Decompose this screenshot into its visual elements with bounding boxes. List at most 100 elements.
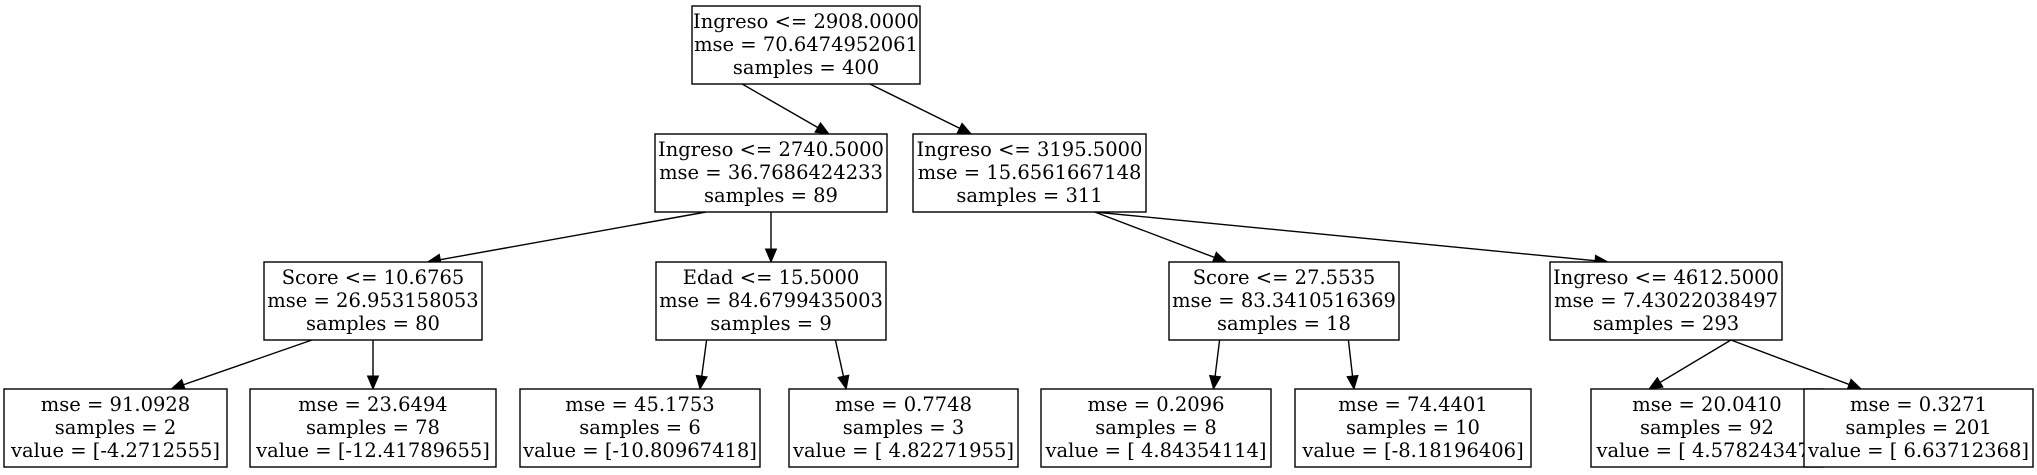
node-box bbox=[654, 133, 888, 213]
node-label-line: value = [-10.80967418] bbox=[522, 439, 757, 462]
node-label-line: value = [-12.41789655] bbox=[255, 439, 490, 462]
node-box bbox=[1549, 261, 1783, 341]
node-box bbox=[1803, 388, 2034, 468]
arrowhead-icon bbox=[1211, 251, 1228, 264]
node-label-line: value = [-8.18196406] bbox=[1301, 439, 1523, 462]
edge-n1-n3 bbox=[440, 211, 707, 261]
edge-n4-n10 bbox=[834, 339, 845, 377]
node-label-line: Ingreso <= 2740.5000 bbox=[658, 138, 884, 161]
edge-n6-n13 bbox=[1659, 339, 1732, 383]
edge-n0-n2 bbox=[869, 83, 960, 129]
node-label-line: mse = 23.6494 bbox=[298, 393, 447, 416]
node-box bbox=[3, 388, 228, 468]
node-box bbox=[1590, 388, 1824, 468]
node-box bbox=[519, 388, 761, 468]
edge-n4-n9 bbox=[701, 339, 708, 377]
node-label-line: samples = 293 bbox=[1593, 312, 1739, 335]
node-label-line: mse = 20.0410 bbox=[1632, 393, 1781, 416]
node-label-line: mse = 15.6561667148 bbox=[918, 161, 1142, 184]
node-label-line: samples = 92 bbox=[1640, 416, 1774, 439]
arrowhead-icon bbox=[1346, 374, 1359, 391]
edge-n5-n11 bbox=[1214, 339, 1221, 377]
node-label-line: value = [ 4.84354114] bbox=[1045, 439, 1267, 462]
node-label-line: samples = 6 bbox=[579, 416, 701, 439]
node-label-line: mse = 83.3410516369 bbox=[1172, 289, 1396, 312]
node-label-line: value = [-4.2712555] bbox=[10, 439, 220, 462]
node-label-line: samples = 2 bbox=[55, 416, 177, 439]
edge-n5-n12 bbox=[1347, 339, 1354, 377]
edge-n2-n5 bbox=[1094, 211, 1215, 259]
node-box bbox=[1168, 261, 1400, 341]
node-box bbox=[691, 5, 921, 85]
node-label-line: Score <= 27.5535 bbox=[1193, 266, 1376, 289]
edge-n2-n6 bbox=[1094, 211, 1596, 262]
node-label-line: samples = 3 bbox=[843, 416, 965, 439]
node-label-line: samples = 78 bbox=[306, 416, 440, 439]
node-label-line: samples = 8 bbox=[1095, 416, 1217, 439]
node-label-line: Score <= 10.6765 bbox=[282, 266, 465, 289]
node-box bbox=[788, 388, 1019, 468]
node-label-line: mse = 0.2096 bbox=[1087, 393, 1224, 416]
arrowhead-icon bbox=[366, 375, 380, 391]
node-label-line: mse = 26.953158053 bbox=[267, 289, 478, 312]
node-label-line: samples = 18 bbox=[1217, 312, 1351, 335]
arrowhead-icon bbox=[1208, 374, 1222, 391]
edge-n3-n7 bbox=[183, 339, 313, 386]
node-label-line: mse = 74.4401 bbox=[1338, 393, 1487, 416]
node-label-line: Edad <= 15.5000 bbox=[683, 266, 860, 289]
node-label-line: mse = 70.6474952061 bbox=[694, 33, 918, 56]
node-label-line: samples = 80 bbox=[306, 312, 440, 335]
arrowhead-icon bbox=[764, 248, 778, 264]
node-label-line: value = [ 6.63712368] bbox=[1807, 439, 2029, 462]
node-label-line: samples = 10 bbox=[1346, 416, 1480, 439]
node-label-line: mse = 7.43022038497 bbox=[1554, 289, 1778, 312]
node-box bbox=[655, 261, 887, 341]
edge-n0-n1 bbox=[741, 83, 819, 129]
node-label-line: samples = 9 bbox=[710, 312, 832, 335]
edge-n6-n14 bbox=[1730, 339, 1850, 386]
node-label-line: Ingreso <= 2908.0000 bbox=[693, 10, 919, 33]
node-box bbox=[1294, 388, 1532, 468]
node-label-line: mse = 45.1753 bbox=[565, 393, 714, 416]
node-label-line: samples = 201 bbox=[1845, 416, 1991, 439]
arrowhead-icon bbox=[695, 374, 709, 391]
node-box bbox=[912, 133, 1147, 213]
arrowhead-icon bbox=[956, 122, 973, 135]
node-label-line: mse = 0.3271 bbox=[1850, 393, 1987, 416]
node-box bbox=[249, 388, 497, 468]
node-label-line: value = [ 4.82271955] bbox=[792, 439, 1014, 462]
node-box bbox=[1040, 388, 1272, 468]
node-label-line: Ingreso <= 4612.5000 bbox=[1553, 266, 1779, 289]
node-label-line: Ingreso <= 3195.5000 bbox=[917, 138, 1143, 161]
node-label-line: mse = 0.7748 bbox=[835, 393, 972, 416]
arrowhead-icon bbox=[1846, 378, 1863, 391]
node-label-line: mse = 84.6799435003 bbox=[659, 289, 883, 312]
edges-layer bbox=[170, 83, 1863, 391]
node-label-line: mse = 36.7686424233 bbox=[659, 161, 883, 184]
node-label-line: samples = 311 bbox=[956, 184, 1102, 207]
node-label-line: samples = 89 bbox=[704, 184, 838, 207]
node-label-line: samples = 400 bbox=[733, 56, 879, 79]
node-label-line: value = [ 4.57824347] bbox=[1596, 439, 1818, 462]
arrowhead-icon bbox=[837, 374, 850, 391]
node-box bbox=[263, 261, 483, 341]
arrowhead-icon bbox=[814, 121, 831, 135]
arrowhead-icon bbox=[1647, 376, 1664, 390]
